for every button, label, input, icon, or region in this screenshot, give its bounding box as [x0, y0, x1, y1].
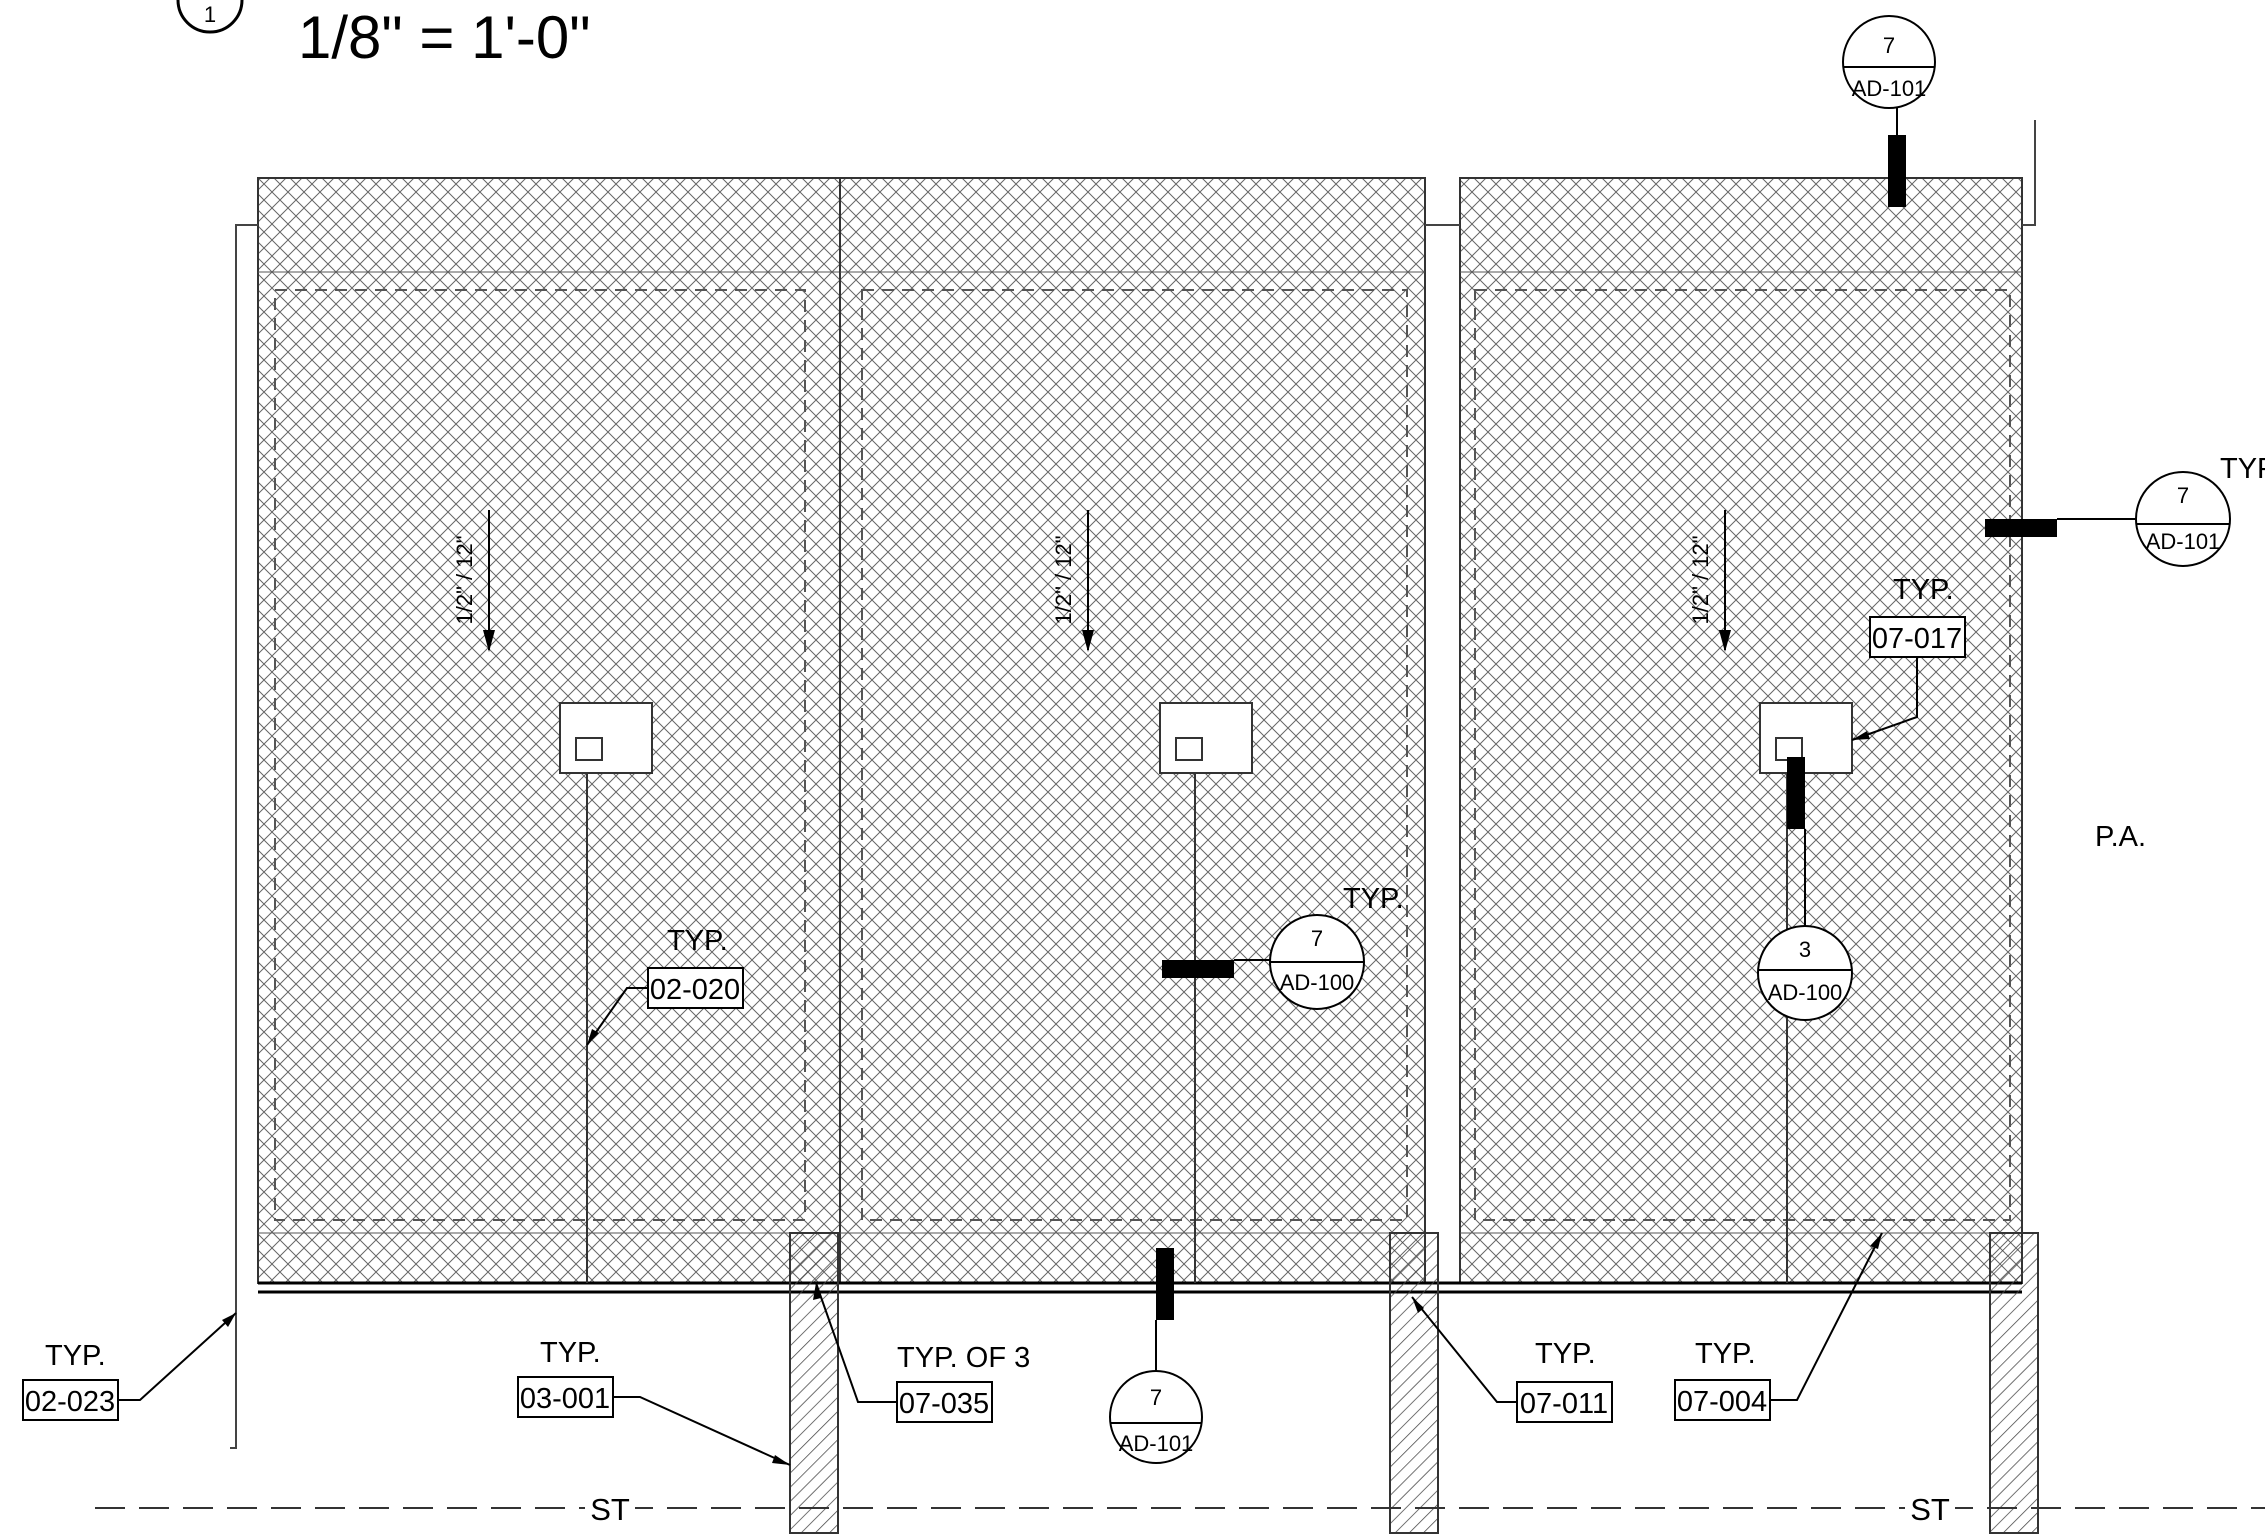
- svg-text:AD-101: AD-101: [2146, 529, 2221, 554]
- svg-text:07-035: 07-035: [899, 1388, 989, 1420]
- svg-text:AD-100: AD-100: [1280, 970, 1355, 995]
- grid-line: ST ST: [95, 1490, 2265, 1527]
- slope-arrow-right: 1/2" / 12": [1688, 510, 1731, 652]
- slope-arrow-middle: 1/2" / 12": [1051, 510, 1094, 652]
- title-number: 1: [204, 2, 216, 27]
- section-markers: [1156, 135, 2057, 1320]
- svg-text:07-011: 07-011: [1520, 1388, 1608, 1420]
- svg-text:TYP.: TYP.: [540, 1337, 601, 1369]
- roof-area-middle: [839, 177, 1426, 1284]
- room-label-pa: P.A.: [2095, 821, 2146, 853]
- detail-tag-rightmid: 3 AD-100: [1757, 829, 1853, 1021]
- svg-text:07-004: 07-004: [1677, 1386, 1767, 1418]
- svg-text:TYP.: TYP.: [1343, 883, 1404, 915]
- keynote-02-023: TYP. 02-023: [22, 1312, 237, 1421]
- svg-text:7: 7: [1311, 926, 1323, 951]
- svg-text:02-023: 02-023: [25, 1386, 115, 1418]
- building-outline: [230, 120, 2036, 1449]
- svg-text:03-001: 03-001: [520, 1383, 610, 1415]
- svg-text:AD-101: AD-101: [1119, 1431, 1194, 1456]
- svg-text:1/2" / 12": 1/2" / 12": [1688, 535, 1713, 624]
- detail-tag-mid: 7 AD-100 TYP.: [1234, 883, 1404, 1010]
- svg-text:TYP.: TYP.: [45, 1340, 106, 1372]
- wall-sections: [789, 1232, 2039, 1534]
- drawing-title: 1 1/8" = 1'-0": [176, 0, 591, 71]
- detail-tag-right: 7 AD-101 TYP: [2057, 453, 2265, 567]
- svg-text:AD-101: AD-101: [1852, 76, 1927, 101]
- svg-text:TYP.: TYP.: [1893, 574, 1954, 606]
- svg-text:TYP.: TYP.: [1695, 1338, 1756, 1370]
- svg-text:AD-100: AD-100: [1768, 980, 1843, 1005]
- keynote-03-001: TYP. 03-001: [517, 1337, 791, 1466]
- grid-label-st-2: ST: [1910, 1492, 1950, 1527]
- roof-area-right: [1459, 177, 2023, 1284]
- svg-text:1/2" / 12": 1/2" / 12": [1051, 535, 1076, 624]
- svg-text:7: 7: [1150, 1385, 1162, 1410]
- roof-drain-unit-left: [559, 702, 653, 1283]
- svg-text:02-020: 02-020: [650, 974, 740, 1006]
- keynote-07-011: TYP. 07-011: [1411, 1296, 1613, 1423]
- svg-text:TYP. OF 3: TYP. OF 3: [897, 1342, 1030, 1374]
- svg-text:TYP: TYP: [2220, 453, 2265, 485]
- svg-text:TYP.: TYP.: [1535, 1338, 1596, 1370]
- svg-text:07-017: 07-017: [1872, 623, 1962, 655]
- keynote-07-017: TYP. 07-017: [1851, 574, 1966, 741]
- keynote-07-035: TYP. OF 3 07-035: [813, 1282, 1030, 1423]
- svg-text:1/2" / 12": 1/2" / 12": [452, 535, 477, 624]
- grid-label-st-1: ST: [590, 1492, 630, 1527]
- roof-drain-unit-middle: [1159, 702, 1253, 1283]
- keynote-02-020: TYP. 02-020: [586, 925, 744, 1046]
- roof-drain-unit-right: [1759, 702, 1853, 1283]
- title-scale: 1/8" = 1'-0": [298, 4, 591, 71]
- svg-text:7: 7: [2177, 483, 2189, 508]
- roof-area-left: [257, 177, 841, 1284]
- keynote-07-004: TYP. 07-004: [1674, 1232, 1883, 1421]
- detail-tag-top: 7 AD-101: [1842, 15, 1936, 135]
- svg-text:7: 7: [1883, 33, 1895, 58]
- slope-arrow-left: 1/2" / 12": [452, 510, 495, 652]
- svg-text:3: 3: [1799, 937, 1811, 962]
- detail-tag-bottom: 7 AD-101: [1109, 1320, 1203, 1464]
- svg-text:TYP.: TYP.: [667, 925, 728, 957]
